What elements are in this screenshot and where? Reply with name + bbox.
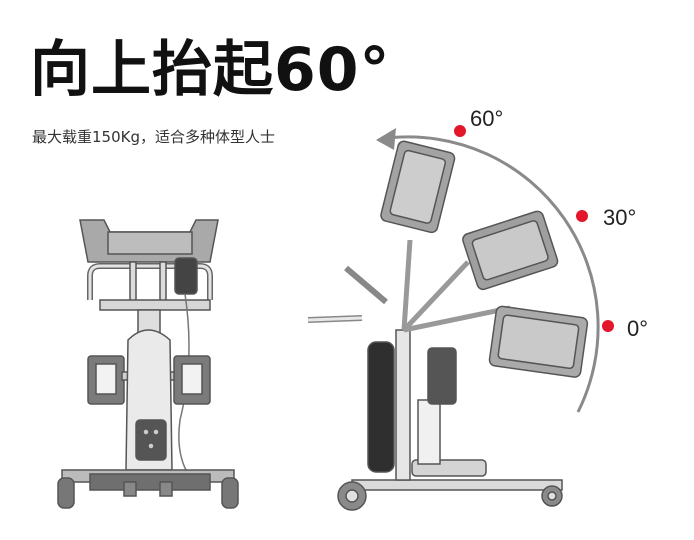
headline: 向上抬起60° — [30, 35, 391, 105]
angle-label-60: 60° — [470, 106, 504, 131]
marker-0 — [602, 320, 614, 332]
side-view-device — [307, 140, 589, 511]
front-view-device — [57, 219, 239, 509]
arc-arrowhead — [376, 128, 396, 150]
rotation-arc — [387, 135, 600, 413]
angle-label-0: 0° — [627, 316, 649, 341]
subtitle: 最大载重150Kg，适合多种体型人士 — [32, 128, 275, 146]
angle-label-30: 30° — [603, 205, 637, 230]
marker-30 — [576, 210, 588, 222]
marker-60 — [454, 125, 466, 137]
